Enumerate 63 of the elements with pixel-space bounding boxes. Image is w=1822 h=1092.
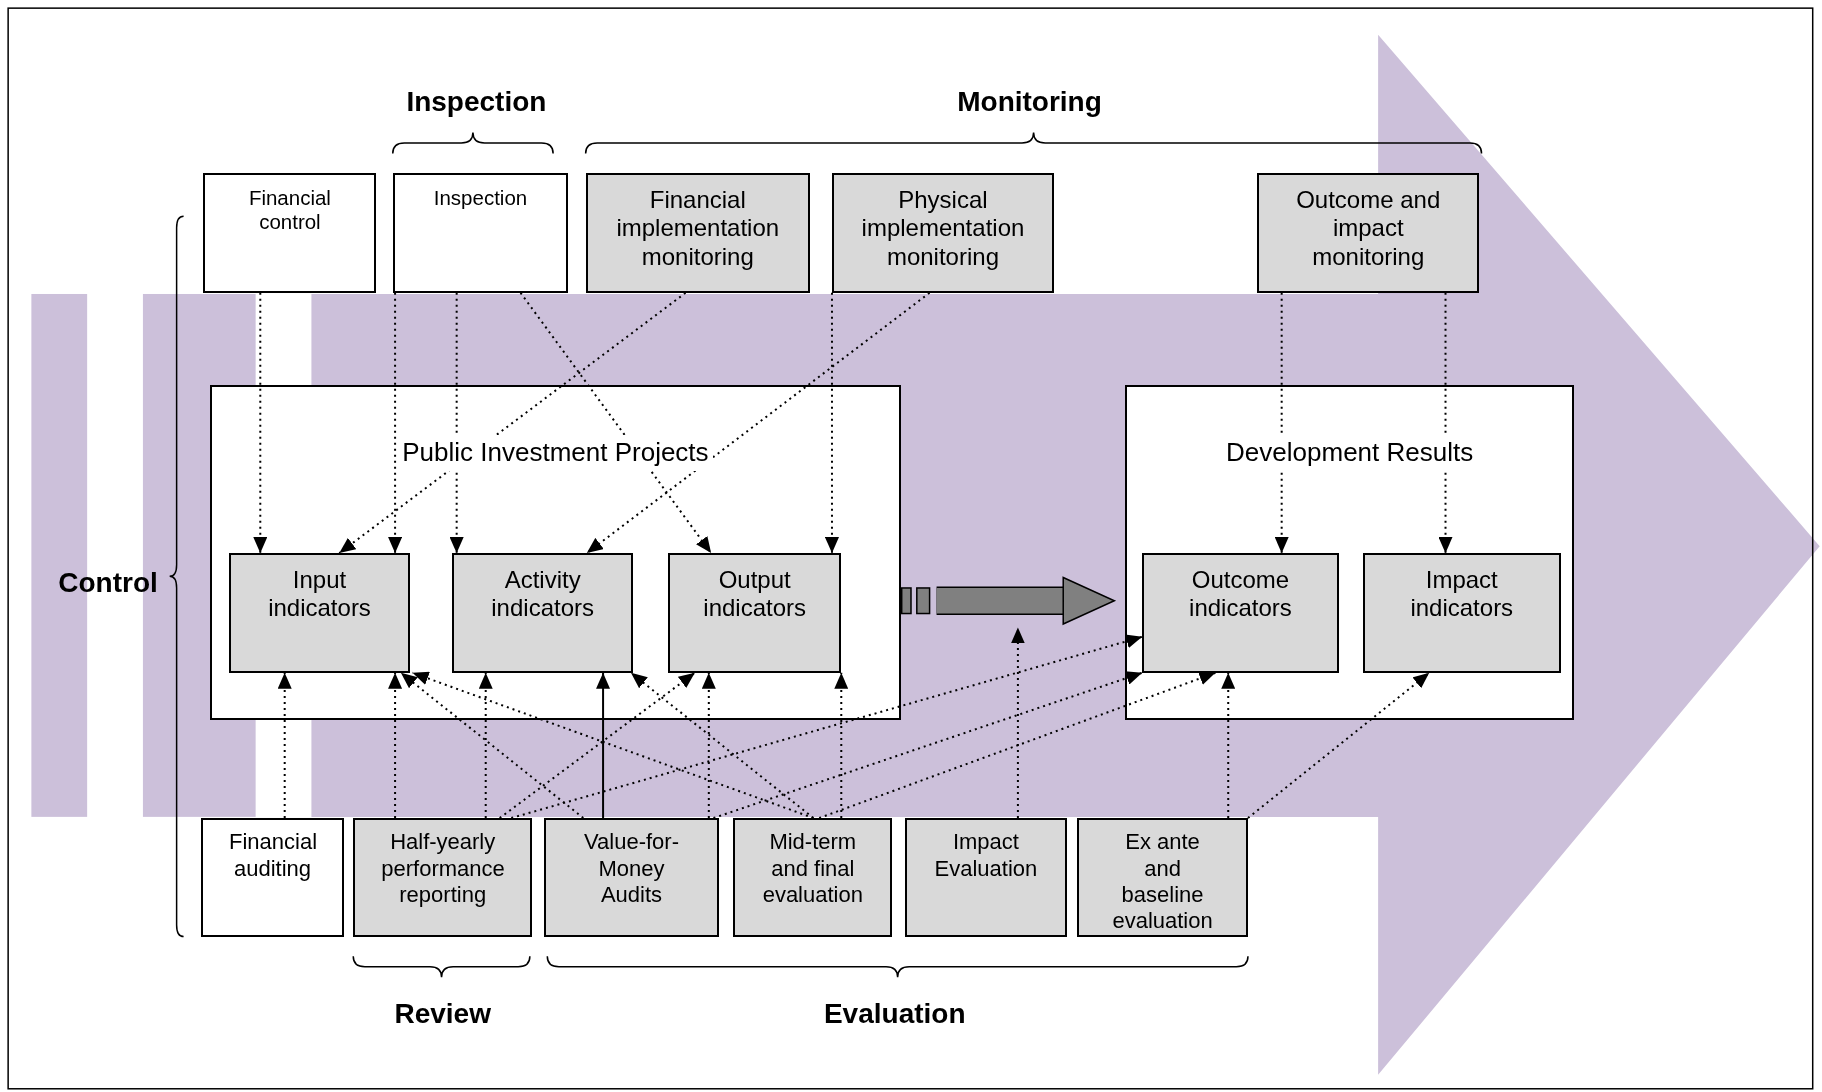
arrow bbox=[818, 671, 1217, 820]
box-label: Output indicators bbox=[702, 565, 808, 624]
process-box bbox=[832, 173, 1054, 293]
arrow bbox=[1221, 671, 1236, 820]
arrow bbox=[825, 291, 839, 555]
arrow bbox=[388, 671, 403, 820]
box-label: Mid-term and final evaluation bbox=[761, 829, 864, 909]
arrow bbox=[701, 671, 716, 820]
group-heading: Inspection bbox=[406, 86, 547, 119]
outline-box bbox=[203, 173, 377, 293]
arrow bbox=[338, 291, 687, 555]
box-label: Value-for-Money Audits bbox=[583, 829, 680, 909]
group-heading: Control bbox=[58, 567, 158, 600]
process-box bbox=[668, 553, 842, 673]
box-label: Financial implementation monitoring bbox=[615, 185, 781, 272]
process-box bbox=[1363, 553, 1561, 673]
box-label: Half-yearly performance reporting bbox=[380, 829, 506, 909]
process-box bbox=[585, 173, 810, 293]
arrow bbox=[585, 291, 931, 555]
arrow bbox=[1274, 291, 1289, 555]
box-label: Outcome and impact monitoring bbox=[1295, 185, 1442, 272]
arrow bbox=[1010, 626, 1025, 820]
process-box bbox=[1257, 173, 1480, 293]
arrow bbox=[510, 634, 1144, 820]
process-box bbox=[228, 553, 411, 673]
arrow bbox=[399, 671, 585, 820]
arrow bbox=[253, 291, 268, 555]
arrow bbox=[277, 671, 292, 820]
arrow bbox=[834, 671, 849, 820]
arrow bbox=[449, 291, 464, 555]
group-heading: Review bbox=[394, 998, 491, 1031]
box-label: Ex ante and baseline evaluation bbox=[1111, 829, 1214, 935]
arrow bbox=[629, 671, 815, 820]
box-label: Physical implementation monitoring bbox=[860, 185, 1026, 272]
box-label: Input indicators bbox=[267, 565, 372, 624]
process-box bbox=[1142, 553, 1339, 673]
box-label: Outcome indicators bbox=[1188, 565, 1293, 624]
process-box bbox=[1077, 818, 1248, 937]
process-box bbox=[905, 818, 1067, 937]
arrow bbox=[388, 291, 403, 555]
box-label: Financial auditing bbox=[228, 829, 319, 883]
arrow bbox=[498, 671, 696, 820]
group-panel bbox=[210, 384, 901, 721]
arrow bbox=[596, 671, 611, 820]
box-label: Impact Evaluation bbox=[933, 829, 1039, 883]
group-heading: Evaluation bbox=[823, 998, 966, 1031]
box-label: Activity indicators bbox=[490, 565, 595, 624]
arrow bbox=[712, 671, 1144, 820]
group-panel bbox=[1124, 384, 1575, 721]
process-box bbox=[452, 553, 634, 673]
arrow bbox=[1247, 671, 1431, 820]
process-box bbox=[353, 818, 533, 937]
box-label: Impact indicators bbox=[1409, 565, 1515, 624]
process-box bbox=[543, 818, 720, 937]
outline-box bbox=[201, 818, 344, 937]
outline-box bbox=[392, 173, 569, 293]
group-heading: Monitoring bbox=[957, 86, 1102, 119]
box-label: Financial control bbox=[247, 185, 332, 235]
arrow bbox=[519, 291, 713, 555]
process-box bbox=[733, 818, 893, 937]
arrow bbox=[478, 671, 493, 820]
box-label: Inspection bbox=[432, 185, 529, 211]
arrow bbox=[1438, 291, 1453, 555]
